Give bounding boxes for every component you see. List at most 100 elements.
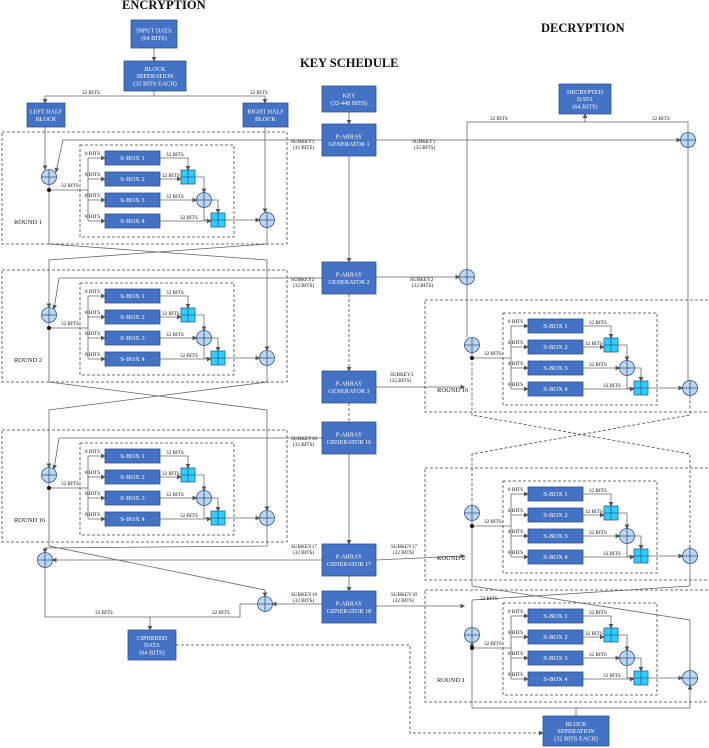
junction-dot	[47, 326, 51, 330]
connector-line	[471, 563, 691, 628]
xor-icon	[259, 510, 275, 526]
sbox-4: S-BOX 4	[527, 381, 584, 397]
sbox-1: S-BOX 1	[527, 608, 584, 624]
connector-line	[46, 365, 268, 469]
xor-icon	[619, 528, 635, 544]
junction-dot	[470, 356, 474, 360]
right-half-box-label: RIGHT HALF	[247, 109, 284, 116]
bits-label: 32 BITS	[166, 332, 184, 338]
subkey-label: SUBKEY17	[291, 544, 317, 550]
xor-cross	[196, 330, 212, 346]
connector-line	[46, 227, 268, 309]
sbox-1: S-BOX 1	[527, 318, 584, 334]
subkey-label: SUBKEY18	[391, 592, 417, 598]
xor-cross	[196, 192, 212, 208]
adder-icon	[210, 510, 226, 526]
sbox-3-shape	[104, 330, 161, 346]
subkey-label: SUBKEY16	[291, 436, 317, 442]
decrypted-data-box-label: DATA	[577, 96, 594, 103]
sbox-1: S-BOX 1	[104, 448, 161, 464]
sbox-4-label: S-BOX 4	[120, 516, 145, 523]
xor-cross	[41, 467, 57, 483]
xor-icon	[619, 650, 635, 666]
round-label: ROUND 16	[437, 387, 469, 394]
sbox-1-shape	[527, 608, 584, 624]
bits-label: 8 BITS	[508, 609, 523, 615]
connector-line	[203, 505, 211, 519]
sbox-4-label: S-BOX 4	[543, 554, 568, 561]
connector-line	[466, 121, 585, 270]
connector-line	[634, 657, 644, 672]
bits-label: 8 BITS	[508, 672, 523, 678]
xor-cross	[619, 360, 635, 376]
subkey-label: (32 BITS)	[293, 282, 314, 289]
sbox-4-shape	[104, 511, 161, 527]
bits-label: 32 BITS	[82, 90, 100, 96]
round-outline	[424, 299, 709, 413]
adder-cross	[634, 381, 648, 395]
connector-line	[211, 199, 221, 214]
connector-line	[52, 277, 322, 310]
connector-line	[469, 641, 577, 716]
sbox-2-shape	[527, 507, 584, 523]
xor-cross	[619, 528, 635, 544]
bits-label: 32 BITS	[162, 311, 180, 317]
sbox-1-label: S-BOX 1	[543, 323, 567, 330]
dec-block-separation-box-label: (32 BITS EACH)	[554, 735, 598, 742]
adder-icon	[180, 467, 196, 483]
sbox-4-label: S-BOX 4	[543, 676, 568, 683]
subkey-label: SUBKEY2	[291, 277, 315, 283]
connector-line	[576, 684, 693, 709]
sbox-3: S-BOX 3	[527, 650, 584, 666]
sbox-4: S-BOX 4	[527, 549, 584, 565]
bits-label: 32 BITS	[162, 173, 180, 179]
bits-label: 8 BITS	[508, 319, 523, 325]
bits-label: 8 BITS	[85, 214, 100, 220]
bits-label: 32 BITS	[585, 341, 603, 347]
connector-line	[150, 603, 258, 618]
bits-label: 8 BITS	[508, 508, 523, 514]
bits-label: 32 BITS	[162, 471, 180, 477]
bits-label: 32 BITS	[490, 116, 508, 122]
ciphered-data-box-label: DATA	[144, 642, 161, 649]
p-array-generator-6-shape	[321, 590, 377, 624]
xor-icon	[41, 169, 57, 185]
p-array-generator-4-label: P-ARRAY	[336, 432, 363, 439]
xor-icon	[196, 330, 212, 346]
connector-line	[375, 553, 466, 561]
bits-label: 8 BITS	[85, 470, 100, 476]
sbox-1-shape	[527, 486, 584, 502]
sbox-2-label: S-BOX 2	[543, 634, 567, 641]
round-outline	[1, 269, 288, 383]
xor-icon	[680, 132, 696, 148]
f-function-outline	[79, 282, 235, 376]
bits-label: 32 BITS	[166, 194, 184, 200]
p-array-generator-3-label: P-ARRAY	[336, 381, 363, 388]
connector-line	[195, 474, 207, 492]
xor-icon	[682, 380, 698, 396]
connector-line	[618, 634, 630, 652]
bits-label: 8 BITS	[85, 352, 100, 358]
connector-line	[203, 345, 211, 359]
sbox-2-label: S-BOX 2	[543, 344, 567, 351]
round-outline	[1, 429, 288, 543]
ciphered-data-box-label: (64 BITS)	[139, 649, 164, 656]
sbox-4: S-BOX 4	[104, 511, 161, 527]
sbox-1-label: S-BOX 1	[120, 453, 144, 460]
sbox-4-label: S-BOX 4	[543, 386, 568, 393]
subkey-label: SUBKEY18	[291, 592, 317, 598]
bits-label: 8 BITS	[85, 331, 100, 337]
connector-line	[626, 375, 634, 389]
xor-cross	[680, 132, 696, 148]
sbox-3-label: S-BOX 3	[543, 655, 567, 662]
adder-icon	[633, 380, 649, 396]
sbox-3: S-BOX 3	[104, 330, 161, 346]
f-function-outline	[79, 144, 235, 238]
sbox-1-label: S-BOX 1	[120, 293, 144, 300]
bits-label: 8 BITS	[85, 491, 100, 497]
sbox-3-label: S-BOX 3	[120, 335, 144, 342]
